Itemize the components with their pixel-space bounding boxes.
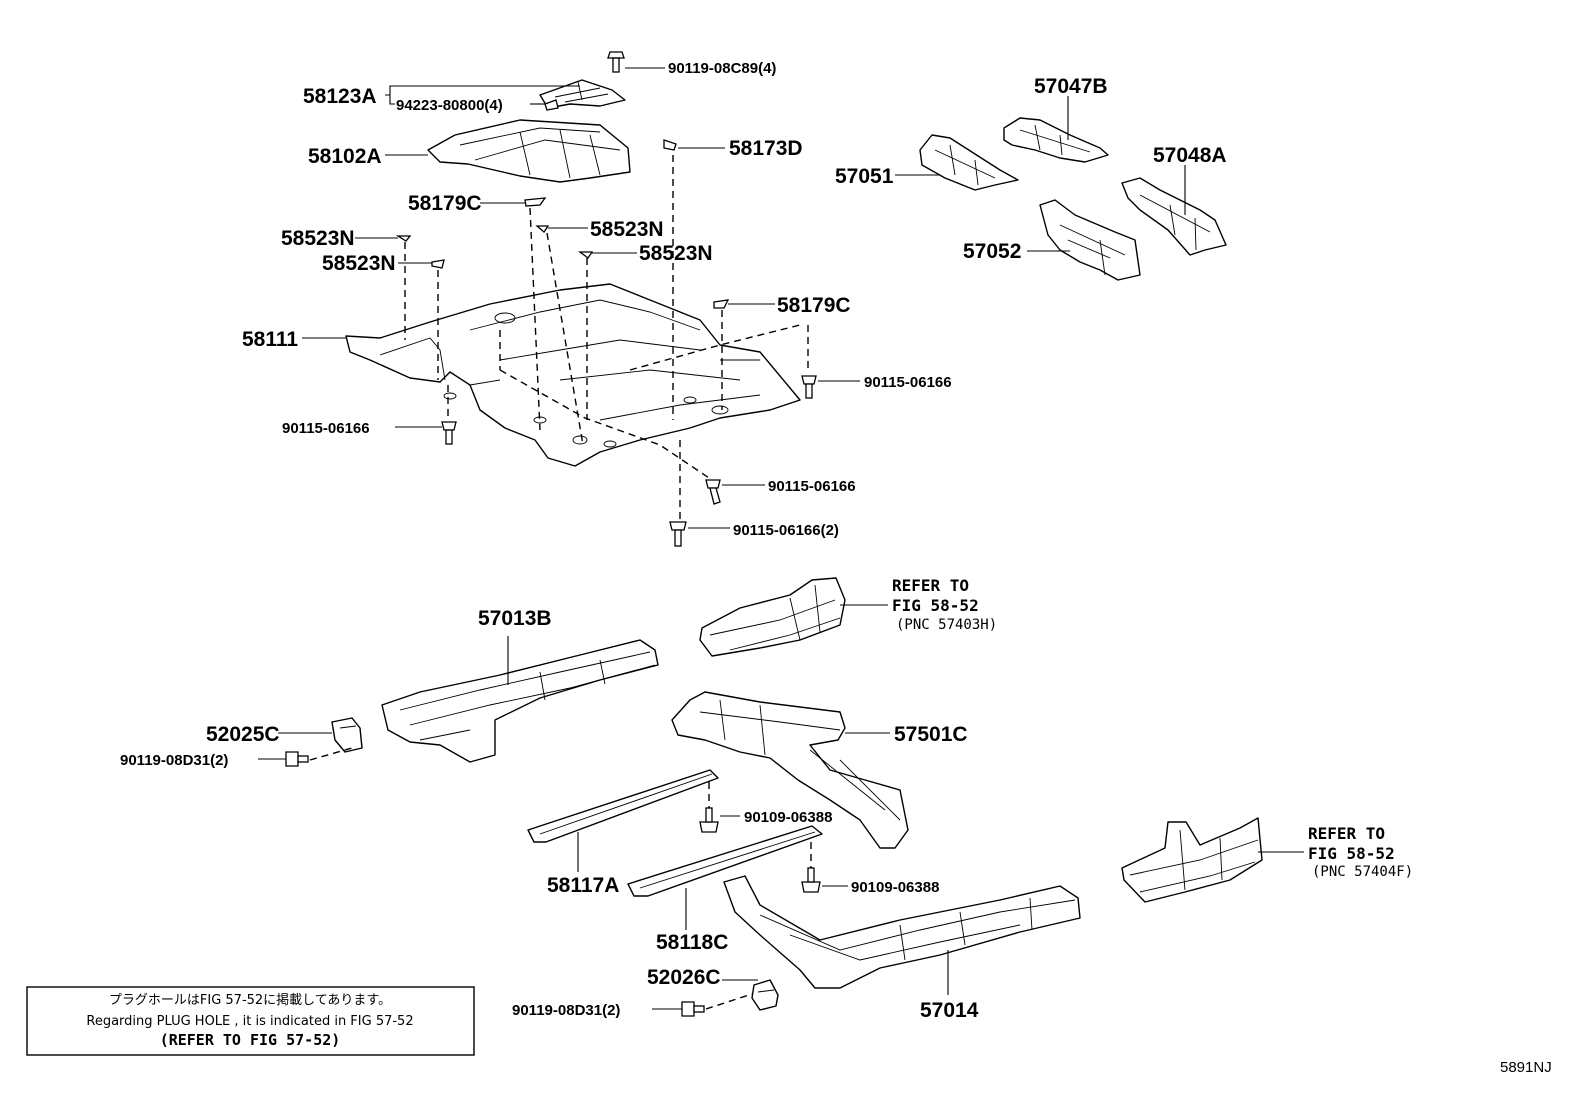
part-52025c-bracket — [331, 717, 363, 753]
label-52025c: 52025C — [206, 723, 280, 746]
label-90115-06166-a: 90115-06166 — [864, 374, 952, 391]
bolt-90119-08d31-a-icon — [285, 751, 309, 767]
part-57013b-member — [381, 639, 659, 763]
label-57047b: 57047B — [1034, 75, 1108, 98]
refer-bottom-line1: REFER TO — [1308, 824, 1385, 843]
refer-bottom-line2: FIG 58-52 — [1308, 844, 1395, 863]
label-90109-06388-b: 90109-06388 — [851, 879, 939, 896]
plug-58523n-icons — [395, 225, 594, 269]
label-57048a: 57048A — [1153, 144, 1227, 167]
part-57052 — [1039, 199, 1141, 281]
label-58523n-d: 58523N — [639, 242, 713, 265]
label-58123a: 58123A — [303, 85, 377, 108]
label-58117a: 58117A — [547, 874, 619, 897]
label-90115-06166-c: 90115-06166 — [768, 478, 856, 495]
part-58111-floor-pan — [345, 283, 801, 467]
bolt-90109-icons — [699, 807, 821, 893]
plug-58179c-b-icon — [713, 299, 730, 309]
label-90119-08d31-b: 90119-08D31(2) — [512, 1002, 620, 1019]
label-57052: 57052 — [963, 240, 1021, 263]
label-58111: 58111 — [242, 328, 298, 351]
assembly-dashed-lines — [404, 155, 809, 522]
part-57014-member — [723, 875, 1081, 989]
plug-hole-note-box: プラグホールはFIG 57-52に掲載してあります。 Regarding PLU… — [26, 986, 475, 1056]
part-57048a — [1121, 177, 1227, 256]
part-52026c-bracket — [751, 979, 779, 1011]
label-58102a: 58102A — [308, 145, 382, 168]
label-58173d: 58173D — [729, 137, 803, 160]
bolt-90119-08d31-b-icon — [681, 1001, 705, 1017]
part-57501c-crossmember — [671, 691, 909, 849]
bolt-90119-08c89-icon — [607, 51, 625, 73]
figure-id: 5891NJ — [1500, 1059, 1552, 1076]
bolt-90115-icons — [441, 375, 817, 547]
clip-94223-icon — [544, 99, 559, 111]
label-58118c: 58118C — [656, 931, 728, 954]
label-90119-08c89: 90119-08C89(4) — [668, 60, 776, 77]
label-58523n-c: 58523N — [590, 218, 664, 241]
part-57051 — [919, 134, 1019, 191]
refer-bottom-line3: (PNC 57404F) — [1312, 864, 1413, 880]
note-refer: (REFER TO FIG 57-52) — [160, 1031, 341, 1049]
label-58179c-b: 58179C — [777, 294, 851, 317]
plug-58179c-a-icon — [524, 197, 547, 207]
part-58117a-sill — [527, 769, 719, 843]
plug-58173d-icon — [663, 139, 677, 151]
note-japanese: プラグホールはFIG 57-52に掲載してあります。 — [109, 992, 391, 1008]
label-52026c: 52026C — [647, 966, 721, 989]
refer-top-line2: FIG 58-52 — [892, 596, 979, 615]
part-refer-57403h — [699, 577, 846, 657]
part-58102a-panel — [427, 119, 631, 183]
label-57014: 57014 — [920, 999, 979, 1022]
label-58179c-a: 58179C — [408, 192, 482, 215]
label-58523n-a: 58523N — [281, 227, 355, 250]
label-57501c: 57501C — [894, 723, 968, 746]
note-english: Regarding PLUG HOLE , it is indicated in… — [86, 1014, 413, 1029]
refer-top-line3: (PNC 57403H) — [896, 617, 997, 633]
part-refer-57404f — [1121, 817, 1263, 903]
label-58523n-b: 58523N — [322, 252, 396, 275]
label-90119-08d31-a: 90119-08D31(2) — [120, 752, 228, 769]
refer-top-line1: REFER TO — [892, 576, 969, 595]
label-94223-80800: 94223-80800(4) — [396, 97, 503, 114]
part-58118c-sill — [627, 825, 823, 897]
part-57047b — [1003, 117, 1109, 163]
label-57013b: 57013B — [478, 607, 552, 630]
label-57051: 57051 — [835, 165, 894, 188]
label-90115-06166-d: 90115-06166(2) — [733, 522, 839, 539]
label-90115-06166-b: 90115-06166 — [282, 420, 370, 437]
label-90109-06388-a: 90109-06388 — [744, 809, 832, 826]
